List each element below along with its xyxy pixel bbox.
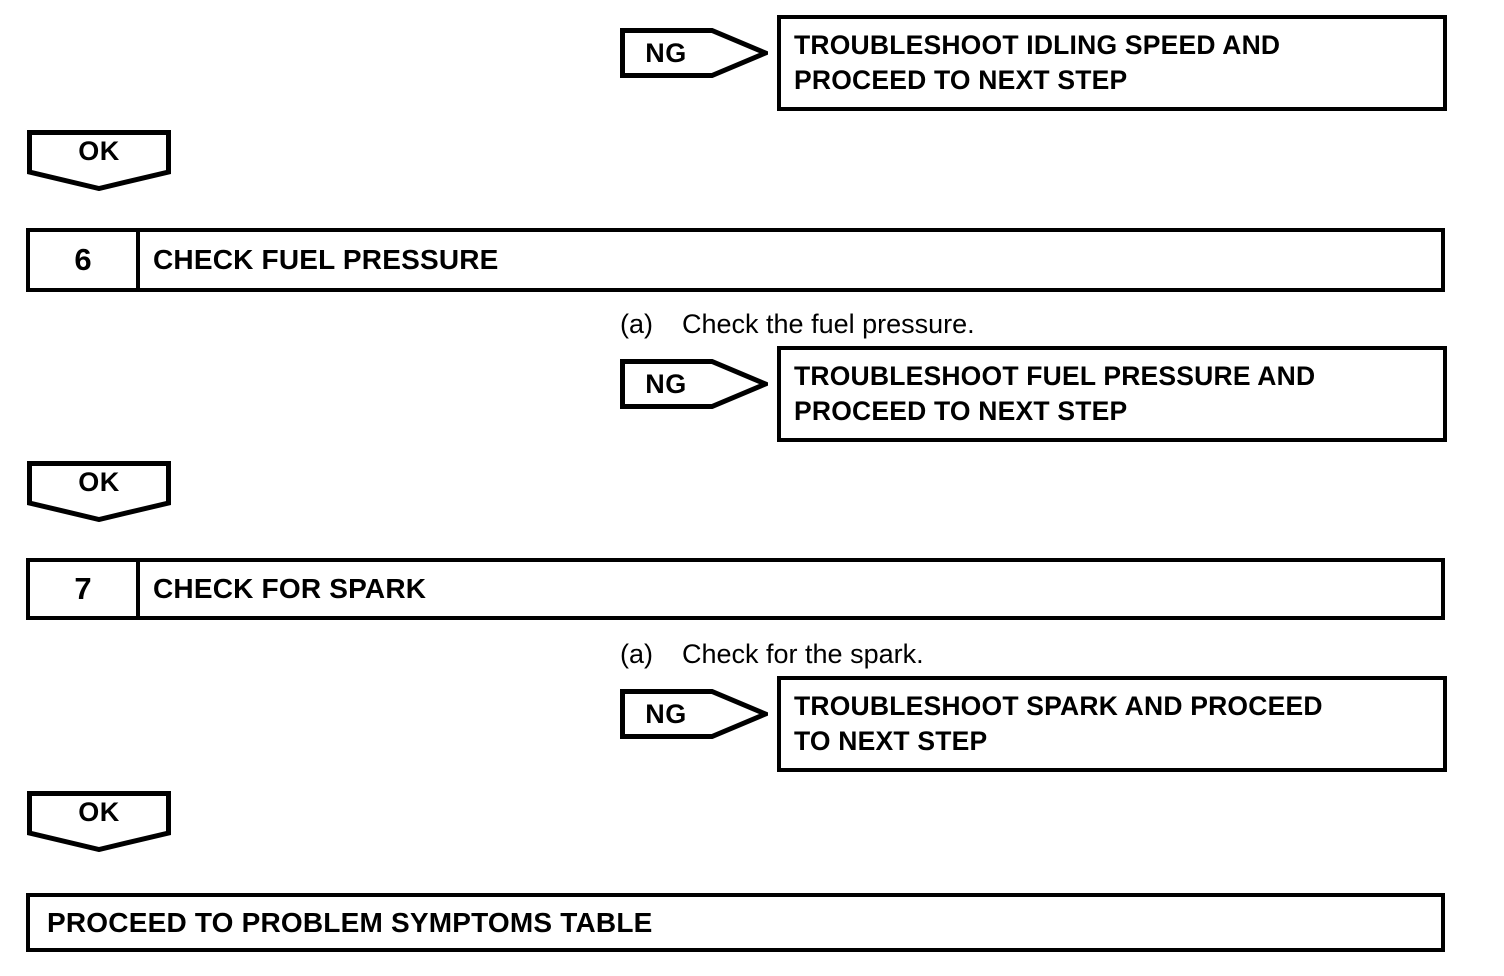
substep-7-a: (a) Check for the spark. xyxy=(620,639,924,670)
substep-text: Check the fuel pressure. xyxy=(682,309,975,339)
ng-result-box: TROUBLESHOOT IDLING SPEED AND PROCEED TO… xyxy=(777,15,1447,111)
step-number: 6 xyxy=(30,232,140,288)
substep-marker: (a) xyxy=(620,639,653,669)
substep-text: Check for the spark. xyxy=(682,639,924,669)
substep-marker: (a) xyxy=(620,309,653,339)
ng-label: NG xyxy=(645,37,687,68)
ok-label: OK xyxy=(78,796,120,827)
ok-connector-3: OK xyxy=(27,791,171,852)
ng-label: NG xyxy=(645,368,687,399)
step-title: CHECK FOR SPARK xyxy=(153,573,427,604)
ng-result-box: TROUBLESHOOT SPARK AND PROCEED TO NEXT S… xyxy=(777,676,1447,772)
step-number: 7 xyxy=(30,562,140,616)
terminal-box-problem-symptoms: PROCEED TO PROBLEM SYMPTOMS TABLE xyxy=(26,893,1445,952)
step-row-6: 6 CHECK FUEL PRESSURE xyxy=(26,228,1445,292)
ok-label: OK xyxy=(78,466,120,497)
substep-6-a: (a) Check the fuel pressure. xyxy=(620,309,975,340)
ng-result-box: TROUBLESHOOT FUEL PRESSURE AND PROCEED T… xyxy=(777,346,1447,442)
ng-arrow-tag: NG xyxy=(620,28,768,78)
ng-result-text: TROUBLESHOOT FUEL PRESSURE AND PROCEED T… xyxy=(794,361,1316,426)
step-row-7: 7 CHECK FOR SPARK xyxy=(26,558,1445,620)
ng-arrow-tag: NG xyxy=(620,359,768,409)
ng-arrow-tag: NG xyxy=(620,689,768,739)
ng-result-text: TROUBLESHOOT SPARK AND PROCEED TO NEXT S… xyxy=(794,691,1323,756)
step-title: CHECK FUEL PRESSURE xyxy=(153,244,499,275)
ok-connector-2: OK xyxy=(27,461,171,522)
ok-connector-1: OK xyxy=(27,130,171,191)
ng-result-text: TROUBLESHOOT IDLING SPEED AND PROCEED TO… xyxy=(794,30,1281,95)
ok-label: OK xyxy=(78,135,120,166)
ng-label: NG xyxy=(645,698,687,729)
